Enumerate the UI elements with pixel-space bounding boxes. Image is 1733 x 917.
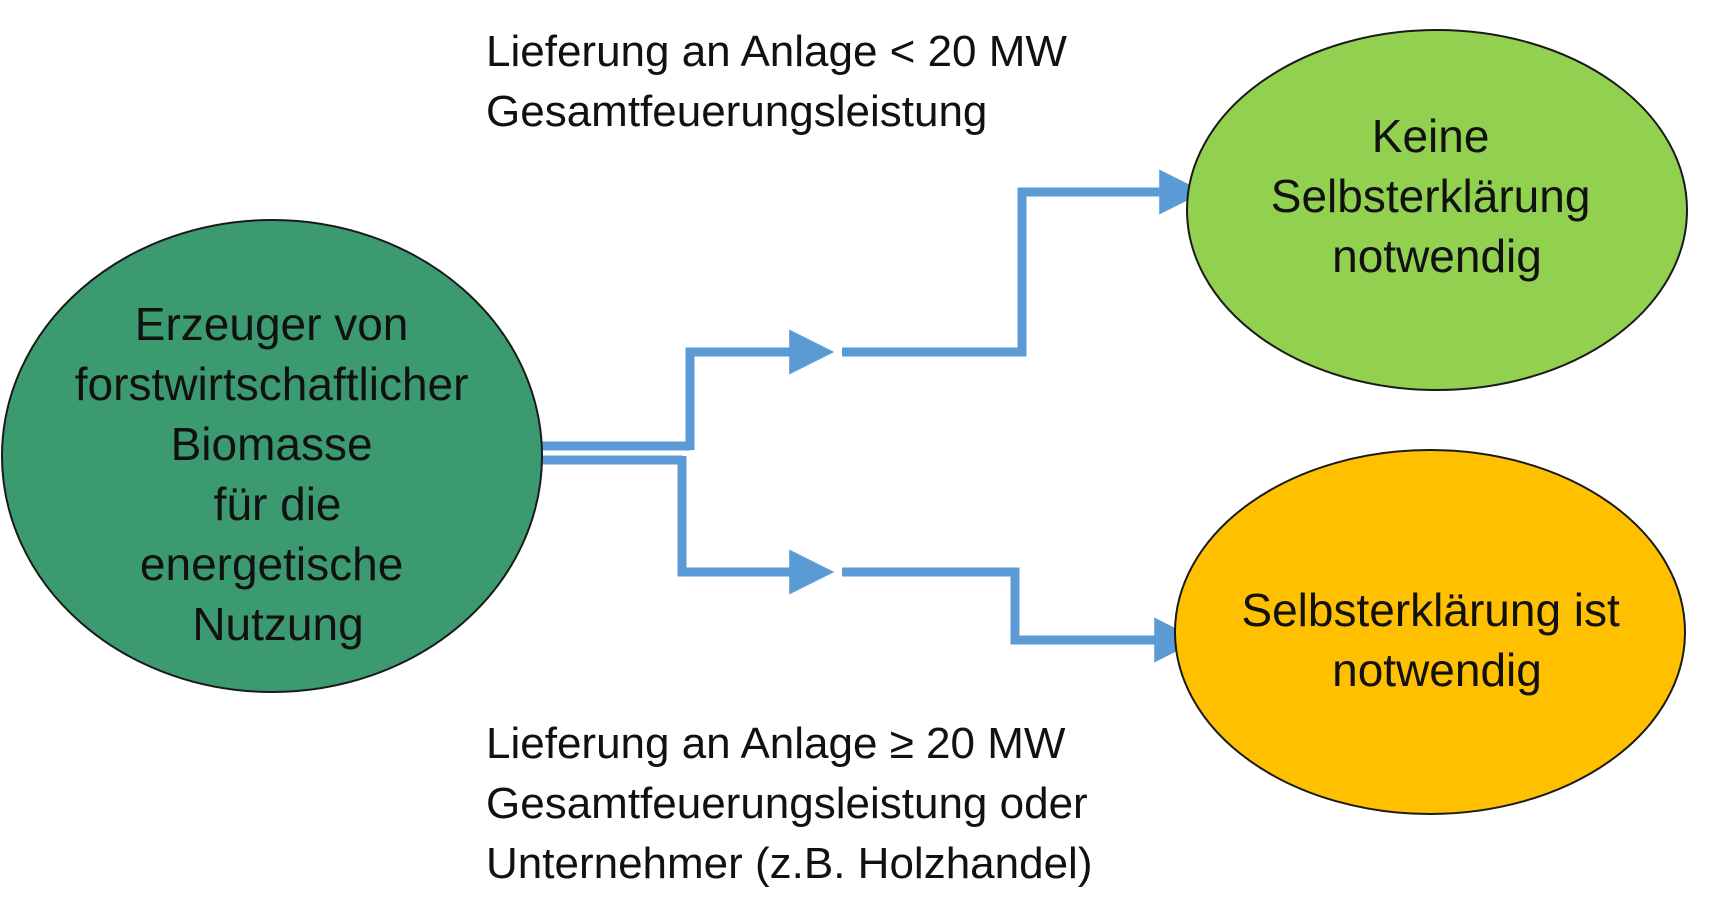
source-line: forstwirtschaftlicher (75, 358, 469, 410)
target-top-node: Keine Selbsterklärung notwendig (1186, 29, 1688, 391)
branch-up-arrow (685, 329, 835, 450)
target-top-text: Keine Selbsterklärung notwendig (1271, 110, 1603, 282)
target-bottom-ellipse (1174, 449, 1686, 815)
connectors (542, 169, 1205, 663)
target-top-line: notwendig (1332, 230, 1542, 282)
target-bottom-line: notwendig (1332, 644, 1542, 696)
edge-label-bottom-line: Unternehmer (z.B. Holzhandel) (486, 839, 1092, 888)
source-line: Erzeuger von (135, 298, 409, 350)
source-ellipse (1, 219, 543, 693)
target-top-line: Selbsterklärung (1271, 170, 1591, 222)
source-line: Nutzung (192, 598, 363, 650)
target-bottom-node: Selbsterklärung ist notwendig (1174, 449, 1686, 815)
branch-down-continuation-arrow (842, 567, 1200, 663)
target-bottom-line: Selbsterklärung ist (1241, 584, 1620, 636)
edge-label-top: Lieferung an Anlage < 20 MW Gesamtfeueru… (486, 27, 1079, 136)
source-line: Biomasse (171, 418, 373, 470)
source-text: Erzeuger von forstwirtschaftlicher Bioma… (75, 298, 481, 650)
target-bottom-text: Selbsterklärung ist notwendig (1241, 584, 1632, 696)
source-line: energetische (140, 538, 403, 590)
branch-up-continuation-arrow (842, 169, 1205, 357)
target-top-line: Keine (1372, 110, 1490, 162)
edge-label-bottom: Lieferung an Anlage ≥ 20 MW Gesamtfeueru… (486, 719, 1100, 888)
source-line: für die (214, 478, 342, 530)
edge-label-top-line: Lieferung an Anlage < 20 MW (486, 27, 1067, 76)
target-top-ellipse (1186, 29, 1688, 391)
edge-label-top-line: Gesamtfeuerungsleistung (486, 87, 987, 136)
edge-label-bottom-line: Gesamtfeuerungsleistung oder (486, 779, 1088, 828)
edge-label-bottom-line: Lieferung an Anlage ≥ 20 MW (486, 719, 1066, 768)
branch-down-arrow (677, 456, 835, 595)
source-node: Erzeuger von forstwirtschaftlicher Bioma… (1, 219, 543, 693)
